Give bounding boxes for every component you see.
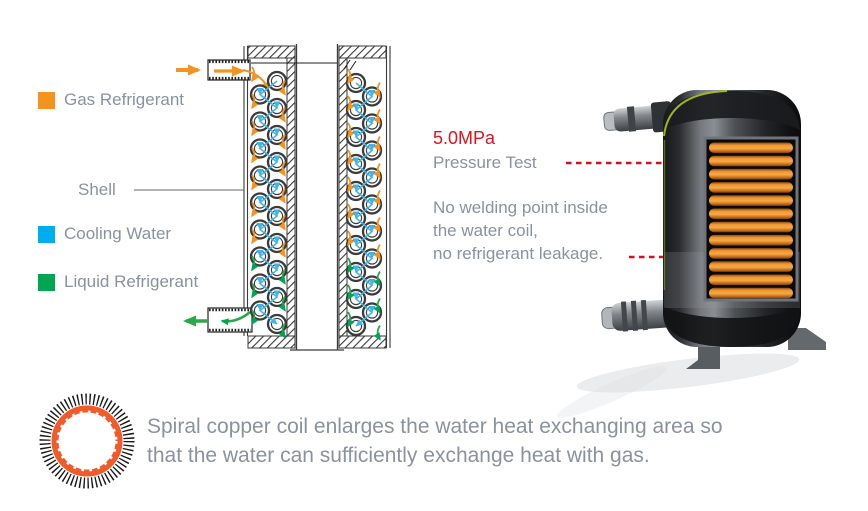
- liquid-refrigerant-label: Liquid Refrigerant: [64, 272, 199, 291]
- tank-rear-leg: [788, 328, 826, 350]
- gas-inlet-arrow: [176, 64, 269, 91]
- spiral-coil-caption-line1: Spiral copper coil enlarges the water he…: [147, 415, 723, 438]
- spiral-coil-icon: [39, 393, 135, 489]
- no-welding-note: No welding point inside the water coil, …: [433, 196, 608, 265]
- tank-top-pipe: [603, 101, 673, 133]
- spiral-coil-caption-line2: that the water can sufficiently exchange…: [147, 444, 650, 467]
- tank-illustration: [557, 90, 826, 418]
- liquid-outlet-arrow: [183, 310, 251, 327]
- gas-refrigerant-swatch: [38, 91, 55, 109]
- tank-rim-highlight: [663, 90, 728, 137]
- coil-tube-sections: [249, 70, 383, 337]
- pressure-test-label: Pressure Test: [433, 153, 537, 172]
- pressure-test-value: 5.0MPa: [433, 128, 496, 148]
- copper-coil-stack: [709, 142, 793, 299]
- gas-space-connector-line: [251, 59, 357, 71]
- legend-item-liquid-refrigerant: Liquid Refrigerant: [38, 272, 198, 292]
- cooling-water-label: Cooling Water: [64, 224, 172, 243]
- cooling-water-swatch: [38, 225, 55, 243]
- legend-item-gas-refrigerant: Gas Refrigerant: [38, 90, 184, 110]
- legend-item-cooling-water: Cooling Water: [38, 224, 171, 244]
- water-flow-zigzag: [256, 80, 376, 327]
- liquid-refrigerant-swatch: [38, 273, 55, 291]
- core-column: [290, 44, 344, 351]
- shell-label: Shell: [78, 180, 116, 199]
- spiral-coil-caption: Spiral copper coil enlarges the water he…: [147, 412, 723, 470]
- refrigerant-flow-arrows: [251, 66, 381, 341]
- tank-bottom-cap: [663, 306, 800, 347]
- hatched-walls: [247, 45, 387, 349]
- shell-tube-schematic: [176, 44, 391, 351]
- no-welding-note-line3: no refrigerant leakage.: [433, 244, 604, 263]
- no-welding-note-line1: No welding point inside: [433, 198, 608, 217]
- no-welding-note-line2: the water coil,: [433, 221, 538, 240]
- tank-top-cap: [663, 91, 800, 130]
- gas-refrigerant-label: Gas Refrigerant: [64, 90, 184, 109]
